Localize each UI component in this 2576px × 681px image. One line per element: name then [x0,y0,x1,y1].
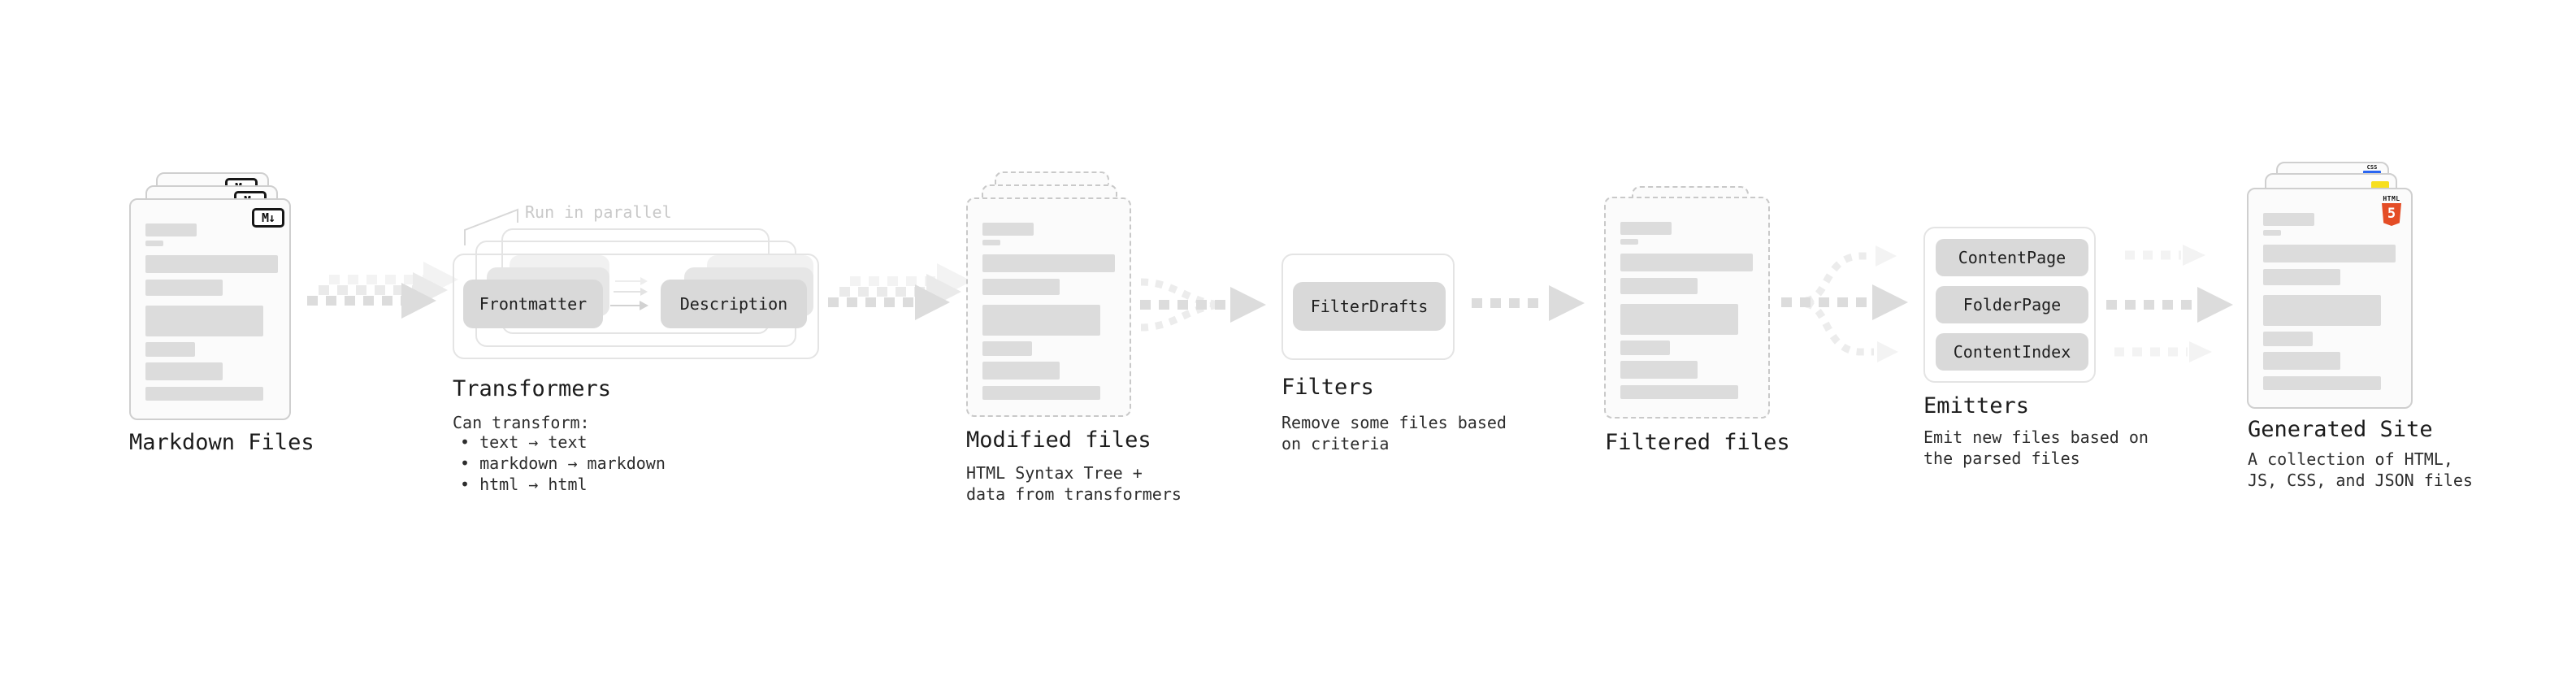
text-line-placeholder [2263,230,2281,236]
markdown-icon: M↓ [252,208,284,228]
text-line-placeholder [982,279,1060,295]
text-line-placeholder [1620,361,1698,379]
text-line-placeholder [2263,213,2314,226]
text-line-placeholder [2263,352,2340,370]
generated-description: A collection of HTML, JS, CSS, and JSON … [2248,449,2473,491]
stage-title-modified: Modified files [966,427,1151,453]
filterdrafts-pill: FilterDrafts [1293,282,1446,331]
description-line: Remove some files based [1281,413,1507,432]
transformers-bullet-list: • text → text • markdown → markdown • ht… [460,432,666,495]
text-line-placeholder [2263,295,2381,326]
document-text-placeholder [145,223,278,401]
css-icon-label: CSS [2366,164,2378,171]
description-line: data from transformers [966,484,1182,504]
emitters-description: Emit new files based on the parsed files [1923,427,2149,469]
run-in-parallel-note: Run in parallel [525,202,672,222]
text-line-placeholder [1620,278,1698,294]
text-line-placeholder [982,341,1032,356]
text-line-placeholder [982,305,1100,336]
folderpage-pill: FolderPage [1936,286,2088,323]
text-line-placeholder [1620,254,1753,271]
markdown-file-card: M↓ [129,198,291,420]
text-line-placeholder [982,362,1060,380]
description-line: on criteria [1281,434,1390,453]
stage-title-emitters: Emitters [1923,393,2030,419]
html5-icon: HTML 5 [2381,195,2402,226]
generated-file-card: HTML 5 [2247,188,2413,409]
description-line: HTML Syntax Tree + [966,463,1143,483]
text-line-placeholder [982,254,1115,272]
transformer-box [453,254,819,359]
css-icon: CSS [2363,165,2381,174]
description-pill: Description [661,280,807,328]
text-line-placeholder [145,280,223,296]
contentindex-pill: ContentIndex [1936,333,2088,371]
html5-icon-shield: 5 [2382,203,2401,226]
text-line-placeholder [1620,239,1638,245]
stage-title-filtered: Filtered files [1605,430,1790,455]
text-line-placeholder [2263,269,2340,285]
text-line-placeholder [145,255,278,273]
modified-description: HTML Syntax Tree + data from transformer… [966,462,1182,505]
text-line-placeholder [1620,340,1670,355]
contentpage-pill: ContentPage [1936,239,2088,276]
bullet-item: • html → html [460,475,588,494]
filters-description: Remove some files based on criteria [1281,412,1507,454]
description-line: Emit new files based on [1923,427,2149,447]
text-line-placeholder [1620,304,1738,335]
description-line: JS, CSS, and JSON files [2248,471,2473,490]
text-line-placeholder [145,342,195,357]
text-line-placeholder [145,241,163,246]
document-text-placeholder [1620,222,1754,399]
text-line-placeholder [982,223,1034,236]
text-line-placeholder [1620,222,1672,235]
stage-title-transformers: Transformers [453,376,612,401]
text-line-placeholder [145,223,197,236]
text-line-placeholder [145,362,223,380]
text-line-placeholder [145,387,263,401]
description-line: the parsed files [1923,449,2080,468]
text-line-placeholder [2263,245,2396,262]
stage-title-filters: Filters [1281,375,1374,400]
text-line-placeholder [982,386,1100,400]
bullet-item: • markdown → markdown [460,453,666,473]
filtered-files-stage [1604,186,1770,419]
filters-box: FilterDrafts [1281,254,1455,360]
document-text-placeholder [982,223,1115,400]
modified-file-card [966,197,1131,417]
markdown-files-stage: M↓ M↓ M↓ [129,172,291,420]
text-line-placeholder [2263,332,2313,346]
text-line-placeholder [982,240,1000,245]
text-line-placeholder [2263,376,2381,390]
generated-site-stage: CSS HTML 5 [2247,162,2413,409]
css-icon-bar [2363,171,2381,174]
html5-icon-word: HTML [2383,195,2400,202]
description-line: A collection of HTML, [2248,449,2453,469]
html5-icon-number: 5 [2387,206,2396,222]
document-text-placeholder [2263,213,2396,390]
text-line-placeholder [145,306,263,336]
filtered-file-card [1604,197,1770,419]
emitters-box: ContentPage FolderPage ContentIndex [1923,227,2096,383]
stage-title-generated: Generated Site [2248,417,2433,442]
bullet-item: • text → text [460,432,588,452]
transformers-description-heading: Can transform: [453,413,590,432]
text-line-placeholder [1620,385,1738,399]
modified-files-stage [966,171,1131,417]
frontmatter-pill: Frontmatter [463,280,603,328]
stage-title-markdown: Markdown Files [129,430,314,455]
